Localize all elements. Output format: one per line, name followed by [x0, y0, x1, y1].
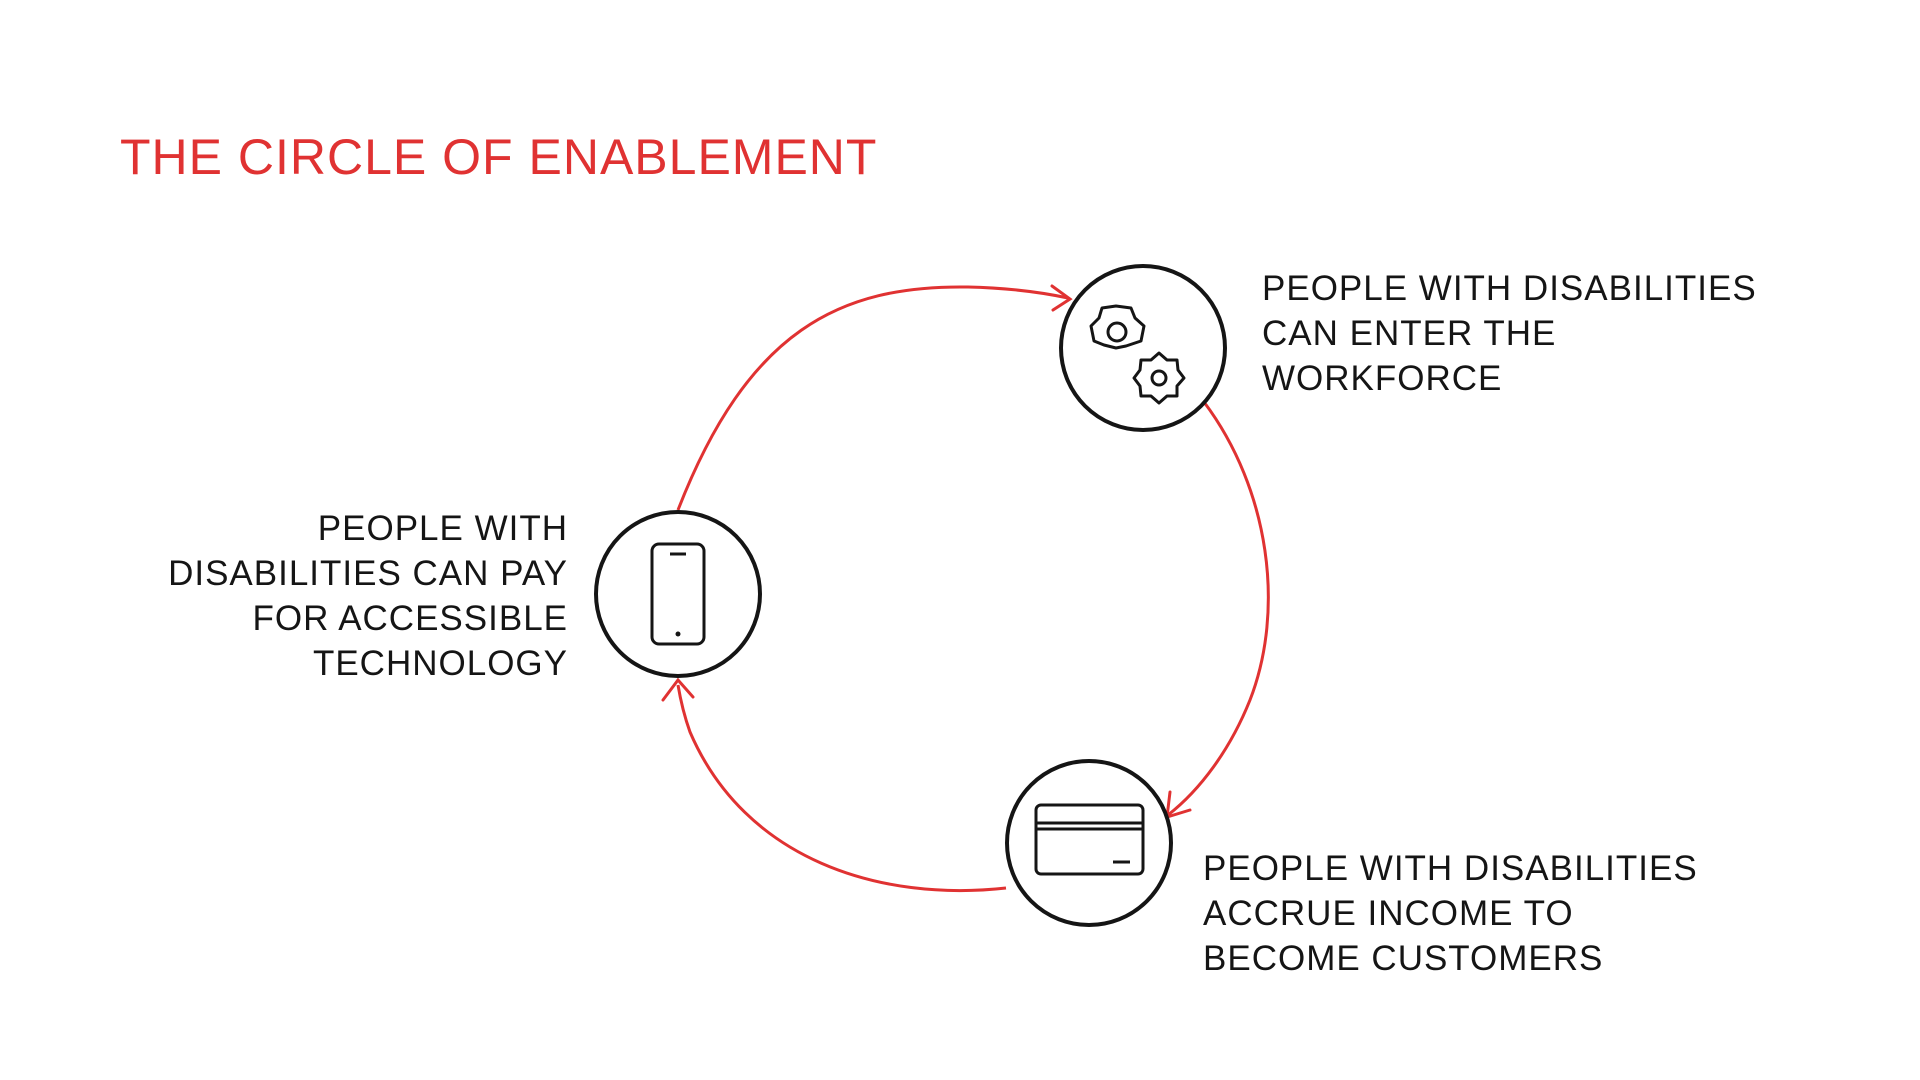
node-label-workforce: PEOPLE WITH DISABILITIES CAN ENTER THE W…: [1262, 269, 1757, 398]
node-circle: [594, 510, 762, 678]
arrow-technology-to-workforce: [676, 284, 1073, 511]
credit-card-icon: [1034, 803, 1145, 876]
gears-icon: [1089, 304, 1186, 405]
arrowhead: [661, 677, 695, 702]
node-customers: [1005, 759, 1173, 927]
connector-arc: [1167, 401, 1270, 817]
node-technology: [594, 510, 762, 678]
connector-arc: [676, 684, 1007, 892]
node-circle: [1005, 759, 1173, 927]
node-label-customers: PEOPLE WITH DISABILITIES ACCRUE INCOME T…: [1203, 849, 1698, 978]
node-workforce: [1059, 264, 1227, 432]
page-title: THE CIRCLE OF ENABLEMENT: [120, 129, 878, 185]
arrowhead: [1050, 284, 1073, 312]
arrow-workforce-to-customers: [1165, 401, 1270, 820]
arrow-customers-to-technology: [661, 677, 1007, 892]
node-label-technology: PEOPLE WITH DISABILITIES CAN PAY FOR ACC…: [168, 509, 568, 683]
node-circle: [1059, 264, 1227, 432]
smartphone-icon: [650, 542, 706, 646]
connector-arc: [676, 285, 1069, 511]
